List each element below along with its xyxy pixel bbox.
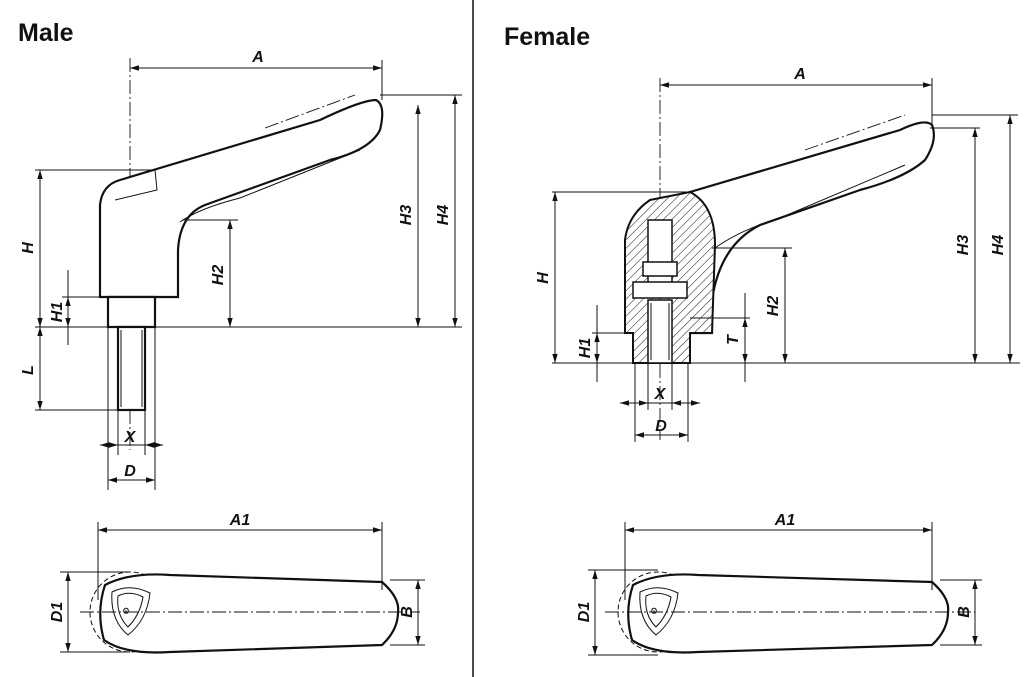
male-panel: Male — [18, 19, 462, 654]
dim-label-D1: D1 — [576, 602, 593, 623]
female-side-view: A H H1 T H2 H3 H4 X D — [535, 66, 1020, 442]
dim-label-H4: H4 — [435, 205, 452, 226]
dim-label-D: D — [124, 463, 136, 480]
dim-label-H4: H4 — [990, 235, 1007, 256]
dim-label-H1: H1 — [49, 302, 66, 323]
dim-label-D1: D1 — [49, 602, 66, 623]
dim-label-T: T — [725, 334, 742, 345]
dim-label-X: X — [654, 386, 667, 403]
dim-label-H3: H3 — [955, 235, 972, 256]
dim-label-H1: H1 — [577, 338, 594, 359]
female-title: Female — [504, 23, 590, 51]
dim-label-L: L — [20, 365, 37, 375]
dim-label-A1: A1 — [774, 512, 796, 529]
dim-label-H2: H2 — [765, 296, 782, 317]
male-side-view: A H H1 L H2 H3 H4 X D — [20, 49, 462, 490]
dim-label-A: A — [793, 66, 806, 83]
female-panel: Female — [504, 23, 1020, 656]
dim-label-B: B — [956, 606, 973, 618]
logo-icon: ⚙ — [122, 606, 130, 616]
male-title: Male — [18, 19, 74, 47]
dim-label-H3: H3 — [398, 205, 415, 226]
dim-label-H: H — [20, 242, 37, 254]
dim-label-H: H — [535, 272, 552, 284]
male-top-view: ⚙ A1 B D1 — [49, 512, 425, 654]
female-top-view: ⚙ A1 B D1 — [576, 512, 982, 656]
dim-label-X: X — [124, 429, 137, 446]
dim-label-A1: A1 — [229, 512, 251, 529]
logo-icon: ⚙ — [650, 606, 658, 616]
dim-label-D: D — [655, 418, 667, 435]
dim-label-H2: H2 — [210, 265, 227, 286]
dim-label-B: B — [399, 606, 416, 618]
dim-label-A: A — [251, 49, 264, 66]
